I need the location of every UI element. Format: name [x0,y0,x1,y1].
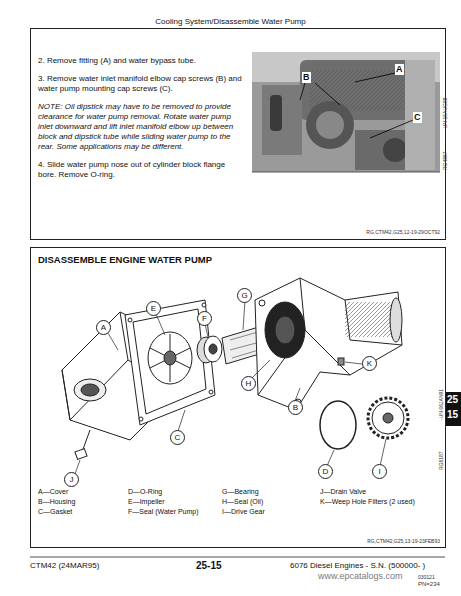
callout-letter: B [302,72,311,83]
part-legend-entry: E—Impeller [128,498,218,507]
legend-column: D—O-RingE—ImpellerF—Seal (Water Pump) [128,488,218,517]
page-number: 25-15 [196,560,222,572]
legend-column: G—BearingH—Seal (Oil)I—Drive Gear [222,488,314,517]
watermark: www.epcatalogs.com [318,571,403,582]
callout-letter: C [413,112,422,123]
part-legend-entry: A—Cover [38,488,124,497]
legend-column: J—Drain ValveK—Weep Hole Filters (2 used… [320,488,430,508]
reference-code: RG,CTM42,G25,13-19-23FEB93 [300,538,440,544]
footer-doc-id: CTM42 (24MAR95) [30,561,99,571]
callout-letter: K [362,356,377,371]
step-text: 4. Slide water pump nose out of cylinder… [38,160,244,180]
part-legend-entry: K—Weep Hole Filters (2 used) [320,498,430,507]
section-heading: DISASSEMBLE ENGINE WATER PUMP [38,254,338,265]
callout-letter: J [64,472,79,487]
footer-engine: 6076 Diesel Engines - S.N. (500000- ) [290,561,425,571]
top-panel [31,29,446,240]
callout-letter: I [372,464,387,479]
figure-code: -UN-15AUG88 [442,97,448,130]
step-text: 3. Remove water inlet manifold elbow cap… [38,74,244,94]
part-legend-entry: H—Seal (Oil) [222,498,314,507]
bottom-panel [31,248,446,548]
engine-photo [252,52,440,172]
figure-code: -UN-06JAN91 [438,389,444,420]
callout-letter: B [288,400,303,415]
reference-code: RG,CTM42,G25,12-19-29OCT92 [300,229,440,235]
part-legend-entry: C—Gasket [38,508,124,517]
part-legend-entry: G—Bearing [222,488,314,497]
note-text: NOTE: Oil dipstick may have to be remove… [38,102,244,152]
callout-letter: A [395,64,404,75]
part-legend-entry: J—Drain Valve [320,488,430,497]
step-column: 2. Remove fitting (A) and water bypass t… [38,56,244,188]
part-legend-entry: D—O-Ring [128,488,218,497]
callout-letter: H [241,376,256,391]
step-text: 2. Remove fitting (A) and water bypass t… [38,56,244,66]
footer-code: 030121 [418,574,435,580]
part-legend-entry: F—Seal (Water Pump) [128,508,218,517]
legend-column: A—CoverB—HousingC—Gasket [38,488,124,517]
water-pump-exploded-view [62,278,408,459]
callout-letter: C [170,430,185,445]
callout-letter: G [237,288,252,303]
part-legend-entry: B—Housing [38,498,124,507]
figure-code: RG6187 [438,451,444,470]
callout-letter: A [96,320,111,335]
section-tab-number: 25 [447,394,458,406]
leader-lines [75,300,386,474]
callout-letter: E [146,301,161,316]
footer-page-code: PN=234 [418,581,440,588]
figure-code: RG4867 [442,151,448,170]
page-header: Cooling System/Disassemble Water Pump [0,17,461,27]
callout-letter: D [318,464,333,479]
callout-letter: F [197,311,212,326]
section-tab-number: 15 [447,409,458,421]
section-tab [446,392,461,426]
part-legend-entry: I—Drive Gear [222,508,314,517]
